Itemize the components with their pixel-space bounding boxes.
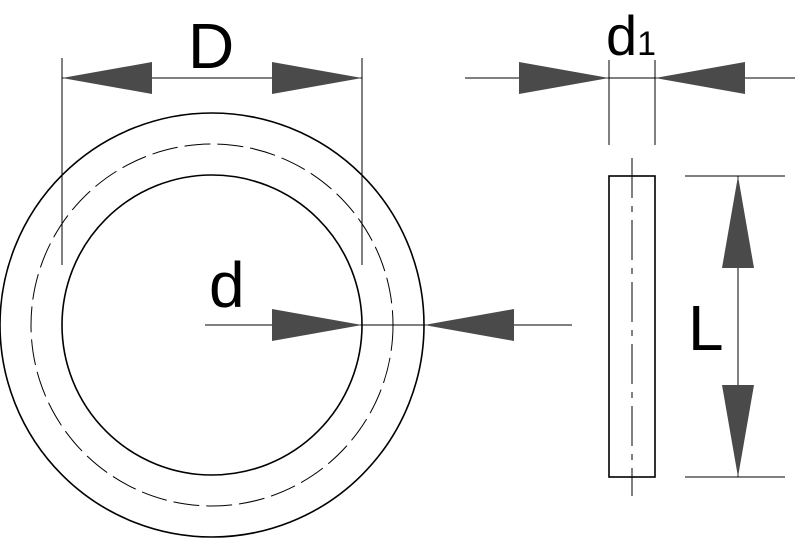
ring-side-view — [608, 158, 656, 496]
label-section-subscript: 1 — [637, 25, 657, 63]
dimension-inner-diameter — [205, 309, 572, 341]
arrow-d-right — [424, 309, 514, 341]
label-section-main: d — [606, 4, 638, 67]
label-section-diameter: d1 — [606, 8, 656, 64]
label-inner-diameter: d — [209, 249, 245, 321]
arrow-D-right — [272, 62, 362, 94]
arrow-d1-left — [519, 62, 609, 94]
dimension-section-diameter — [465, 60, 795, 145]
arrow-L-top — [722, 176, 754, 268]
arrow-d-left — [272, 309, 362, 341]
dimension-length — [685, 175, 785, 478]
arrow-L-bottom — [722, 385, 754, 477]
label-outer-diameter: D — [188, 10, 235, 82]
arrow-d1-right — [655, 62, 745, 94]
arrow-D-left — [62, 62, 152, 94]
dimension-outer-diameter — [61, 58, 363, 265]
label-length: L — [688, 292, 724, 364]
